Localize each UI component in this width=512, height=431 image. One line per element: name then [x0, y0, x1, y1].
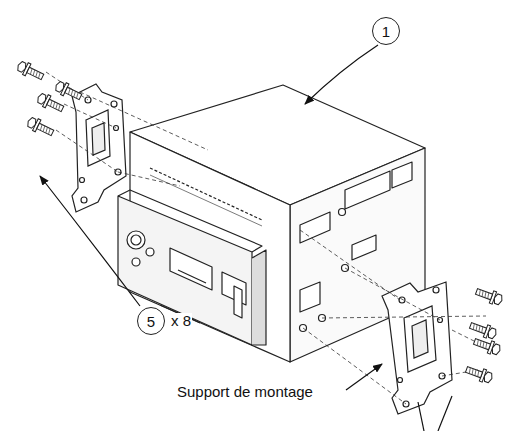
alignment-line	[46, 72, 486, 404]
callout-circle: 1	[372, 17, 400, 45]
device-unit	[118, 85, 425, 362]
mounting-bracket	[72, 84, 126, 212]
callout-circle: 5	[137, 307, 165, 335]
leader-line	[40, 45, 452, 431]
callout-number: 5	[147, 314, 155, 329]
mounting-bracket	[382, 282, 452, 414]
quantity-label: x 8	[170, 313, 192, 328]
callout-number: 1	[382, 24, 390, 39]
part-name: Support de montage	[176, 384, 314, 399]
screw	[15, 59, 504, 385]
